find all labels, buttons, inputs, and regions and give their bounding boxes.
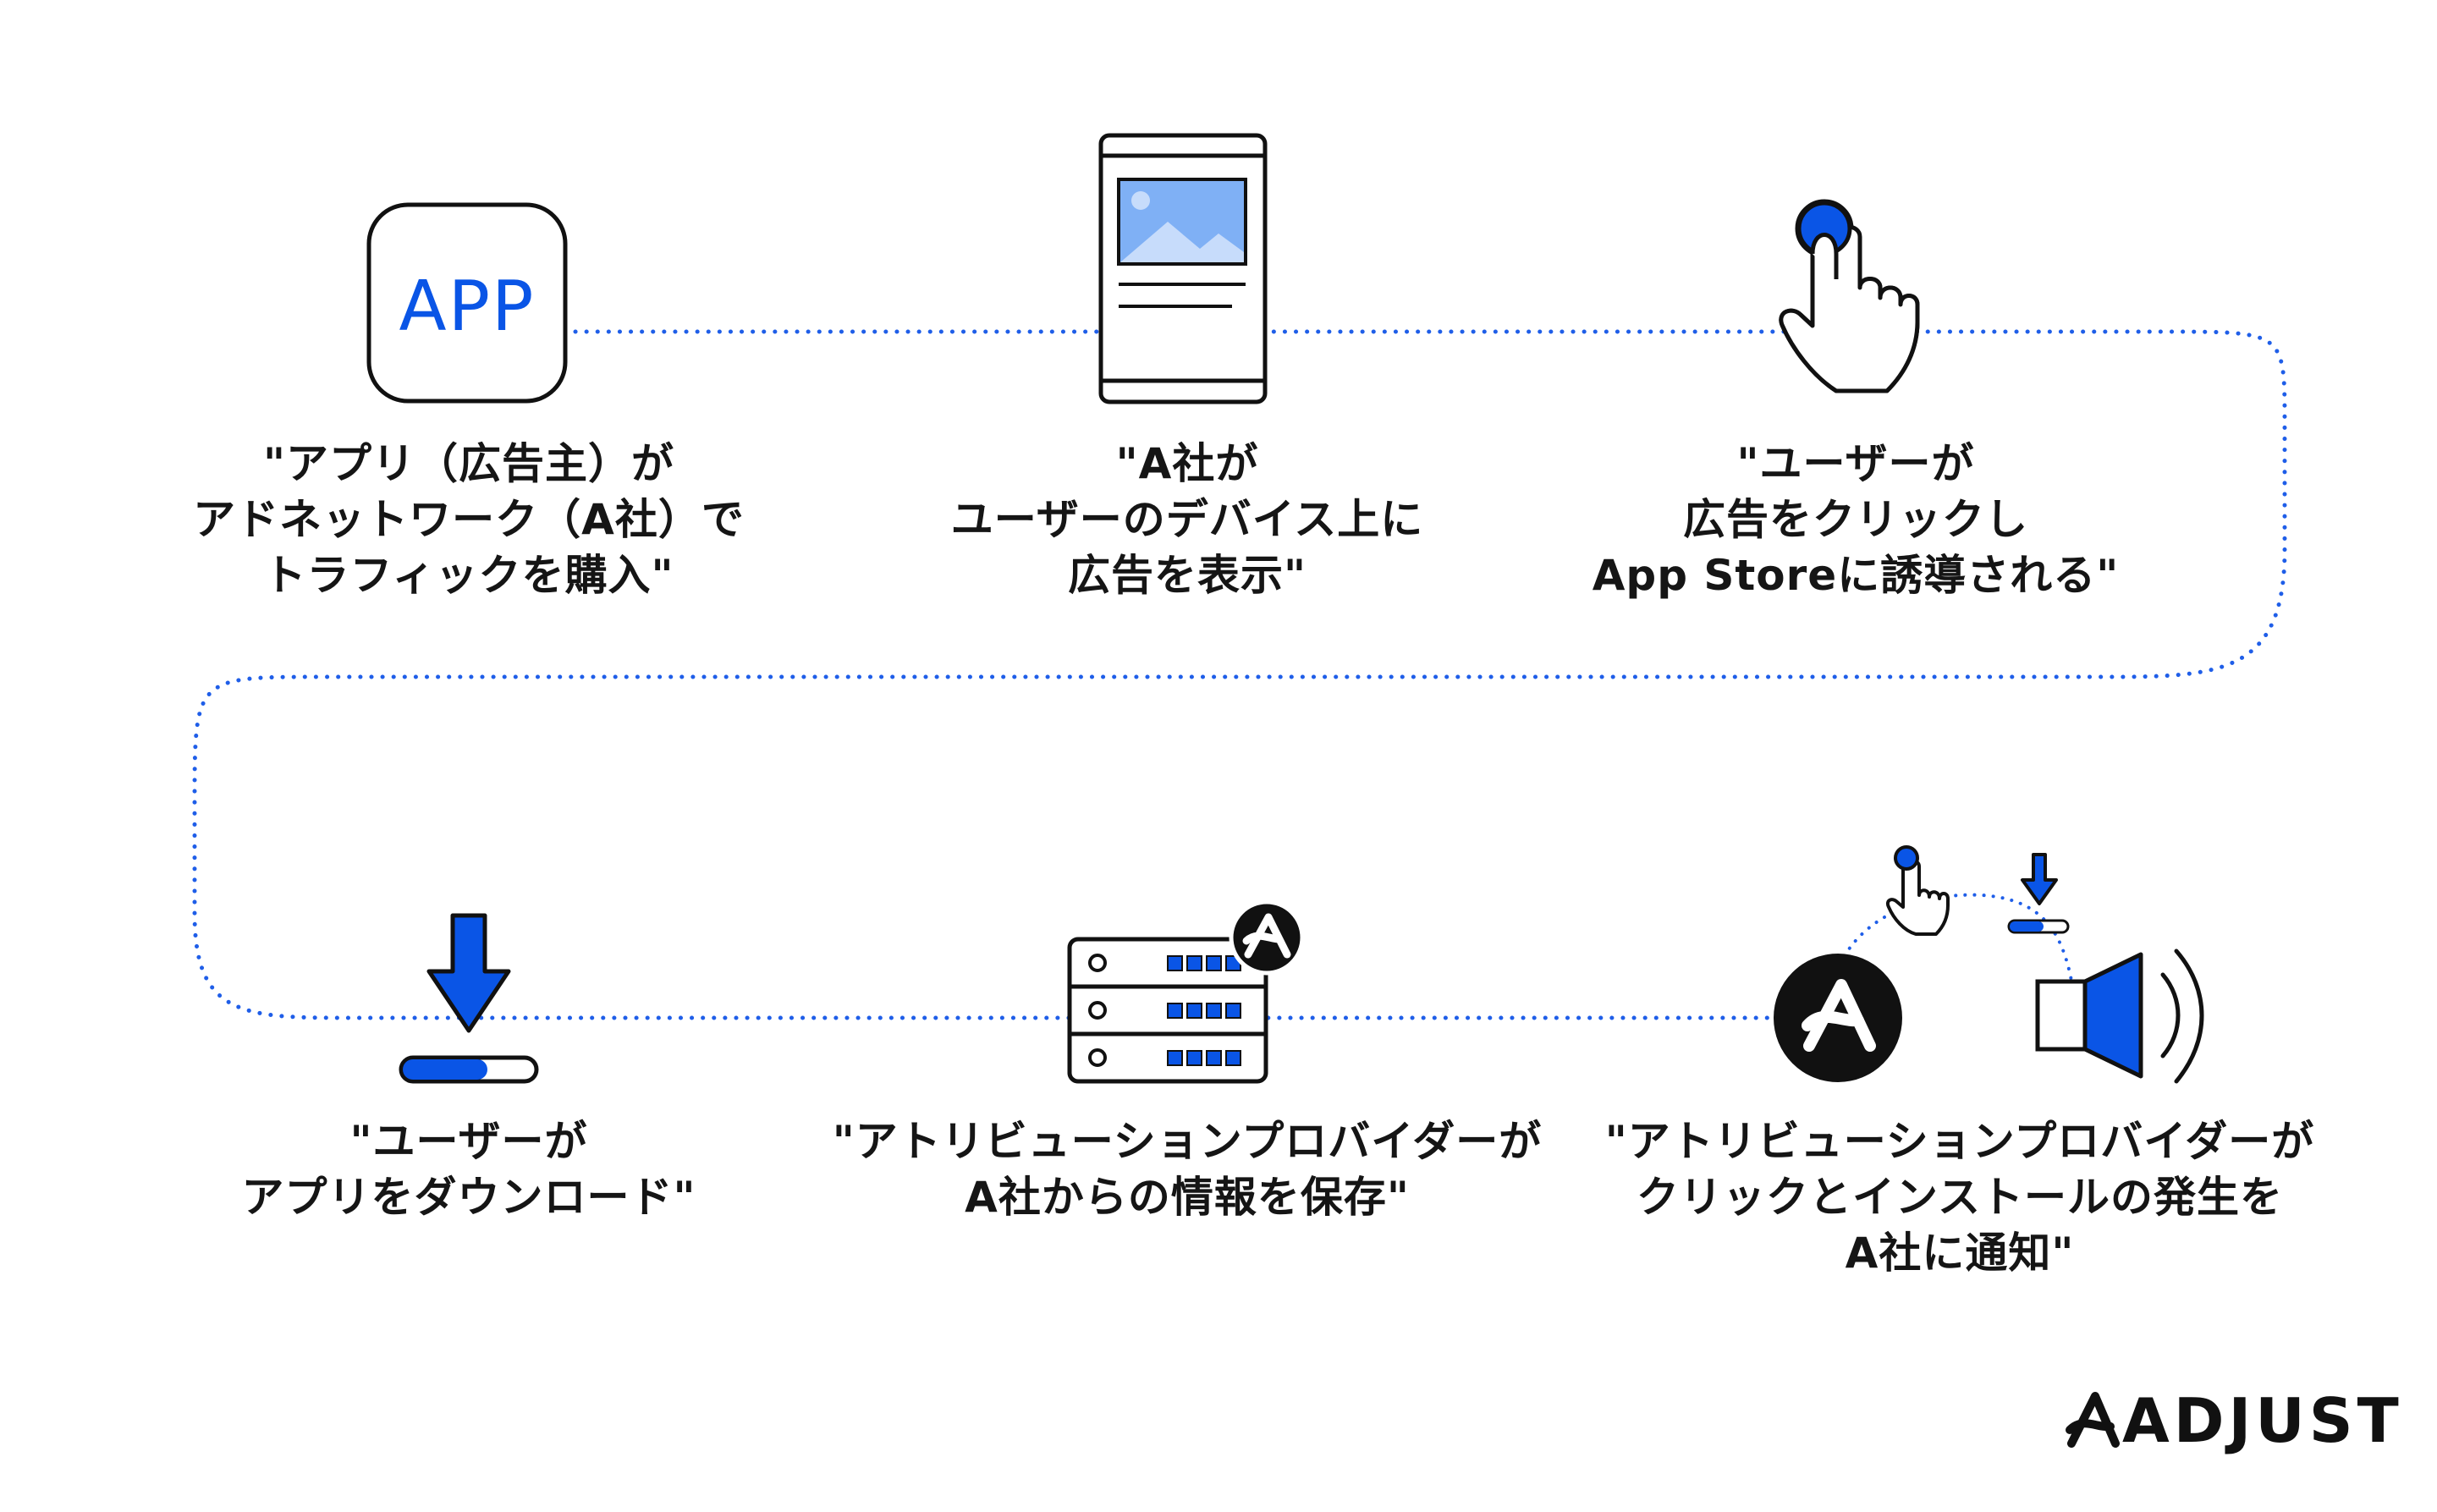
ad-image-icon <box>1117 178 1247 266</box>
step-label-notify: "アトリビューションプロバイダーが クリックとインストールの発生を A社に通知" <box>1579 1113 2341 1281</box>
step-label-line: 広告をクリックし <box>1683 495 2028 544</box>
step-label-line: クリックとインストールの発生を <box>1637 1173 2283 1222</box>
step-label-show-ad: "A社が ユーザーのデバイス上に 広告を表示" <box>806 436 1568 603</box>
step-label-line: アドネットワーク（A社）で <box>193 495 745 544</box>
notify-icon <box>1774 845 2204 1084</box>
step-label-store-info: "アトリビューションプロバイダーが A社からの情報を保存" <box>806 1113 1568 1225</box>
step-label-download-app: "ユーザーが アプリをダウンロード" <box>88 1113 850 1225</box>
adjust-badge-icon <box>1229 899 1305 976</box>
step-label-line: "ユーザーが <box>1736 439 1975 488</box>
adjust-brand-logo: ADJUST <box>2066 1385 2403 1456</box>
step-label-line: アプリをダウンロード" <box>241 1173 696 1222</box>
server-icon <box>1067 899 1305 1084</box>
notify-path <box>1835 893 2075 992</box>
download-icon <box>399 913 539 1084</box>
pointer-hand-icon <box>1779 199 1920 393</box>
step-label-line: トラフィックを購入" <box>263 551 674 600</box>
speaker-icon <box>2035 948 2204 1084</box>
app-icon-label: APP <box>399 267 536 347</box>
step-label-line: "A社が <box>1115 439 1259 488</box>
step-label-click-ad: "ユーザーが 広告をクリックし App Storeに誘導される" <box>1475 436 2236 603</box>
phone-ad-icon <box>1098 133 1268 404</box>
step-label-line: App Storeに誘導される" <box>1592 551 2120 600</box>
app-icon: APP <box>366 202 568 404</box>
step-label-line: "ユーザーが <box>349 1117 588 1166</box>
step-label-line: A社に通知" <box>1845 1229 2075 1278</box>
step-label-line: A社からの情報を保存" <box>965 1173 1410 1222</box>
step-label-line: "アプリ（広告主）が <box>262 439 675 488</box>
small-pointer-hand-icon <box>1886 845 1950 936</box>
step-label-line: ユーザーのデバイス上に <box>950 495 1424 544</box>
flow-path <box>192 329 2287 1020</box>
step-label-buy-traffic: "アプリ（広告主）が アドネットワーク（A社）で トラフィックを購入" <box>88 436 850 603</box>
step-label-line: 広告を表示" <box>1067 551 1307 600</box>
step-label-line: "アトリビューションプロバイダーが <box>1604 1117 2315 1166</box>
adjust-logo-mark-icon <box>2066 1392 2120 1448</box>
adjust-logo-circle-icon <box>1774 954 1902 1082</box>
step-label-line: "アトリビューションプロバイダーが <box>832 1117 1543 1166</box>
small-download-icon <box>2007 853 2070 934</box>
brand-name: ADJUST <box>2122 1385 2403 1456</box>
